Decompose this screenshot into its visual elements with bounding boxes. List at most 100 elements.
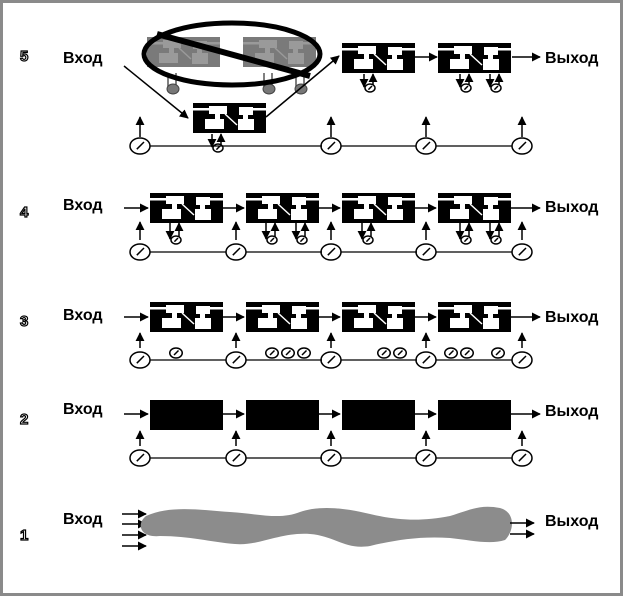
clock-hand: [136, 247, 145, 256]
block-cell: [255, 53, 274, 63]
clock-icon: [511, 137, 533, 155]
row-4-number: 4: [20, 204, 29, 221]
clock-hand: [269, 237, 275, 243]
block-switch: [178, 47, 192, 60]
clock-hand: [365, 237, 371, 243]
block-output-bar: [498, 198, 511, 201]
block-cell: [354, 209, 373, 219]
block-switch: [373, 53, 387, 66]
block-switch: [373, 203, 387, 216]
clock-hand: [327, 453, 336, 462]
process-block: [246, 193, 319, 223]
block-cell: [196, 306, 210, 314]
block-cell: [205, 119, 224, 129]
row-1-input-label: Вход: [63, 511, 103, 528]
faded-clock-icon: [294, 83, 308, 95]
faded-clock-icon: [166, 83, 180, 95]
block-input-bar: [150, 198, 166, 201]
row-1-number: 1: [20, 527, 28, 544]
block-stem: [268, 204, 273, 209]
feedback-clock-icon: [266, 235, 278, 245]
clock-icon: [511, 351, 533, 369]
block-input-bar: [246, 198, 262, 201]
feedback-clock-icon: [460, 83, 472, 93]
block-output-bar: [210, 307, 223, 310]
clock-hand: [493, 85, 499, 91]
process-block: [246, 302, 319, 332]
clock-icon: [320, 449, 342, 467]
row-2-input-label: Вход: [63, 401, 103, 418]
block-cell: [354, 59, 373, 69]
block-stem: [392, 314, 397, 318]
block-cell: [196, 197, 210, 205]
faded-clock-icon: [262, 83, 276, 95]
block-cell: [484, 197, 498, 205]
block-stem: [488, 55, 493, 59]
block-cell: [262, 196, 280, 204]
block-cell: [358, 196, 376, 204]
block-stem: [460, 204, 465, 209]
block-cell: [258, 209, 277, 219]
clock-icon: [129, 137, 151, 155]
block-output-bar: [402, 48, 415, 51]
clock-hand: [301, 349, 308, 356]
clock-hand: [269, 349, 276, 356]
stored-clock-icon: [491, 347, 505, 359]
clock-hand: [136, 355, 145, 364]
block-stem: [364, 313, 369, 318]
clock-hand: [422, 355, 431, 364]
block-cell: [288, 53, 304, 64]
block-cell: [483, 59, 499, 70]
stored-clock-icon: [297, 347, 311, 359]
arrow: [265, 55, 340, 118]
stored-clock-icon: [393, 347, 407, 359]
block-stem: [392, 55, 397, 59]
block-cell: [484, 306, 498, 314]
block-cell: [291, 318, 307, 329]
block-cell: [239, 107, 253, 115]
stored-clock-icon: [460, 347, 474, 359]
block-cell: [387, 318, 403, 329]
clock-hand: [232, 355, 241, 364]
row-5-number: 5: [20, 48, 28, 65]
block-cell: [454, 196, 472, 204]
feedback-clock-icon: [170, 235, 182, 245]
feedback-clock-icon: [296, 235, 308, 245]
block-output-bar: [402, 198, 415, 201]
block-stem: [243, 115, 248, 119]
clock-hand: [518, 453, 527, 462]
clock-icon: [129, 243, 151, 261]
block-cell: [291, 209, 307, 220]
stored-clock-icon: [377, 347, 391, 359]
block-cell: [450, 318, 469, 328]
block-stem: [293, 49, 298, 53]
clock-icon: [415, 243, 437, 261]
block-input-bar: [342, 307, 358, 310]
block-output-bar: [207, 42, 220, 45]
clock-hand: [493, 237, 499, 243]
block-switch: [469, 203, 483, 216]
block-stem: [296, 314, 301, 318]
block-output-bar: [402, 307, 415, 310]
feedback-clock-icon: [362, 235, 374, 245]
clock-icon: [415, 137, 437, 155]
block-cell: [483, 209, 499, 220]
block-cell: [262, 305, 280, 313]
block-stem: [296, 205, 301, 209]
block-cell: [454, 46, 472, 54]
stored-clock-icon: [281, 347, 295, 359]
clock-hand: [397, 349, 404, 356]
clock-hand: [367, 85, 373, 91]
clock-icon: [129, 351, 151, 369]
process-block: [438, 193, 511, 223]
clock-hand: [327, 355, 336, 364]
clock-hand: [422, 453, 431, 462]
clock-icon: [225, 243, 247, 261]
row-1-output-label: Выход: [545, 513, 598, 530]
block-output-bar: [303, 42, 316, 45]
block-cell: [163, 40, 181, 48]
process-block: [342, 193, 415, 223]
block-cell: [358, 46, 376, 54]
block-stem: [197, 49, 202, 53]
